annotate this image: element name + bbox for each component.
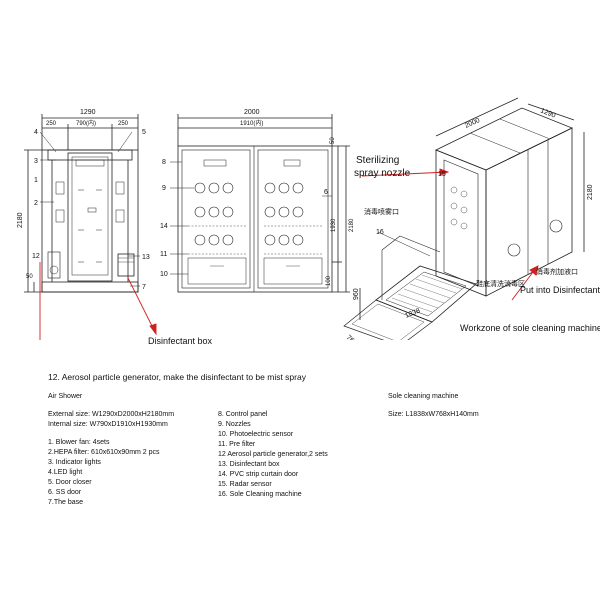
front-dim-height: 2180 <box>17 212 24 228</box>
callout-2: 2 <box>34 200 38 207</box>
callout-10: 10 <box>160 271 168 278</box>
callout-14: 14 <box>160 223 168 230</box>
callout-7: 7 <box>142 284 146 291</box>
spec-item: 4.LED light <box>48 469 83 476</box>
callout-6: 6 <box>324 189 328 196</box>
callout-11: 11 <box>160 251 167 258</box>
disinfectant-box-label: Disinfectant box <box>148 336 213 346</box>
air-shower-specs: Air Shower External size: W1290xD2000xH2… <box>48 392 174 508</box>
callout-8: 8 <box>162 159 166 166</box>
iso-view <box>343 97 585 340</box>
front-dim-inner: 790(内) <box>76 119 96 127</box>
iso-dim-768: 768 <box>345 334 359 340</box>
front-dim-base: 50 <box>26 274 33 280</box>
side-dim-2180: 2180 <box>349 218 355 232</box>
side-dim-depth: 2000 <box>244 109 260 116</box>
component-item: 9. Nozzles <box>218 421 251 428</box>
air-shower-title: Air Shower <box>48 393 83 400</box>
spray-nozzle-label: spray nozzle <box>354 168 411 179</box>
side-dim-inner: 1910(内) <box>240 119 263 127</box>
callout-5: 5 <box>142 129 146 136</box>
pointer-lines <box>39 168 539 340</box>
external-size: External size: W1290xD2000xH2180mm <box>48 411 175 418</box>
front-dim-width: 1290 <box>80 109 96 116</box>
technical-drawing: 1290 250 790(内) 250 2180 50 4 5 3 1 2 12… <box>17 97 600 340</box>
spec-item: 7.The base <box>48 499 84 506</box>
sole-machine-size: Size: L1838xW768xH140mm <box>388 411 479 418</box>
internal-size: Internal size: W790xD1910xH1930mm <box>48 421 168 428</box>
sterilizing-label: Sterilizing <box>356 155 399 166</box>
component-list: 8. Control panel 9. Nozzles 10. Photoele… <box>218 410 328 500</box>
spec-item: 5. Door closer <box>48 479 92 486</box>
component-item: 11. Pre filter <box>218 441 256 448</box>
callout-1: 1 <box>34 177 38 184</box>
sole-machine-specs: Sole cleaning machine Size: L1838xW768xH… <box>388 392 479 420</box>
spray-port-cn: 消毒喷雾口 <box>364 207 399 216</box>
iso-dim-960: 960 <box>353 288 360 300</box>
side-dim-1930: 1930 <box>331 218 337 232</box>
component-item: 15. Radar sensor <box>218 481 272 488</box>
callout-9: 9 <box>162 185 166 192</box>
callout-3: 3 <box>34 158 38 165</box>
iso-dim-2180: 2180 <box>587 184 594 200</box>
side-dim-50: 50 <box>330 137 336 144</box>
front-dim-250-left: 250 <box>46 121 57 127</box>
component-item: 8. Control panel <box>218 411 268 418</box>
iso-dim-1838: 1838 <box>404 307 421 319</box>
component-item: 10. Photoelectric sensor <box>218 431 294 438</box>
component-item: 12 Aerosol particle generator,2 sets <box>218 451 328 458</box>
generator-note: 12. Aerosol particle generator, make the… <box>48 372 306 382</box>
component-item: 13. Disinfectant box <box>218 461 280 468</box>
front-dim-250-right: 250 <box>118 121 129 127</box>
component-item: 16. Sole Cleaning machine <box>218 491 302 498</box>
spec-item: 3. Indicator lights <box>48 459 101 466</box>
callout-13: 13 <box>142 254 150 261</box>
front-view <box>24 114 140 293</box>
shoe-area-cn: 鞋底清洗消毒区 <box>476 279 525 288</box>
callout-15: 15 <box>438 171 446 178</box>
component-item: 14. PVC strip curtain door <box>218 471 299 478</box>
side-view <box>170 114 350 293</box>
put-into-disinfectant-label: Put into Disinfectant <box>520 285 600 295</box>
spec-item: 1. Blower fan: 4sets <box>48 439 110 446</box>
iso-dim-2000: 2000 <box>464 117 481 130</box>
spec-item: 2.HEPA filter: 610x610x90mm 2 pcs <box>48 449 160 456</box>
callout-4: 4 <box>34 129 38 136</box>
agent-inlet-cn: 消毒剂加液口 <box>536 267 578 276</box>
side-dim-100: 100 <box>326 275 332 286</box>
callout-16: 16 <box>376 229 384 236</box>
iso-dim-1290: 1290 <box>539 107 556 119</box>
callout-12: 12 <box>32 253 40 260</box>
workzone-label: Workzone of sole cleaning machine <box>460 323 600 333</box>
spec-item: 6. SS door <box>48 489 82 496</box>
sole-machine-title: Sole cleaning machine <box>388 393 459 400</box>
